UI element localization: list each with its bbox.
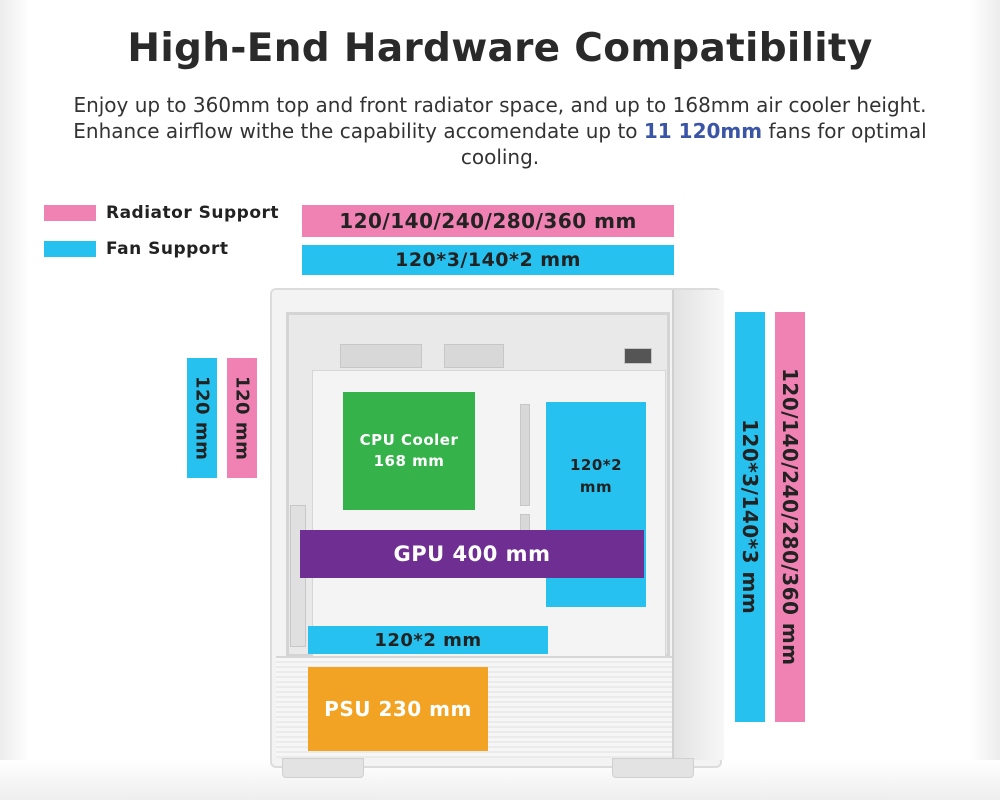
subtitle-highlight: 11 120mm (643, 119, 763, 143)
subtitle-text-before: Enjoy up to 360mm top and front radiator… (73, 93, 927, 143)
legend-swatch-fan (44, 241, 96, 257)
cable-slot (520, 404, 530, 506)
front-radiator-bar: 120/140/240/280/360 mm (775, 312, 805, 722)
background-shade-right (970, 0, 1000, 800)
front-fan-bar: 120*3/140*3 mm (735, 312, 765, 722)
cpu-cooler-block: CPU Cooler 168 mm (343, 392, 475, 510)
page-title: High-End Hardware Compatibility (127, 26, 873, 71)
tray-cutout (340, 344, 422, 368)
top-radiator-bar: 120/140/240/280/360 mm (302, 205, 674, 237)
legend-item-fan: Fan Support (44, 239, 228, 259)
case-foot-left (282, 758, 364, 778)
case-foot-right (612, 758, 694, 778)
legend-swatch-radiator (44, 205, 96, 221)
rear-radiator-bar: 120 mm (227, 358, 257, 478)
tray-cutout (444, 344, 504, 368)
legend-label-fan: Fan Support (106, 239, 229, 259)
top-fan-bar: 120*3/140*2 mm (302, 245, 674, 275)
bottom-fan-bar: 120*2 mm (308, 626, 548, 654)
background-shade-left (0, 0, 30, 800)
legend-item-radiator: Radiator Support (44, 203, 279, 223)
subtitle-text-after: fans for optimal cooling. (460, 119, 927, 169)
pc-case-front-panel (672, 290, 724, 760)
psu-block: PSU 230 mm (308, 667, 488, 751)
page-subtitle: Enjoy up to 360mm top and front radiator… (60, 92, 940, 170)
gpu-block: GPU 400 mm (300, 530, 644, 578)
tray-cutout (624, 348, 652, 364)
rear-fan-bar: 120 mm (187, 358, 217, 478)
legend-label-radiator: Radiator Support (106, 203, 280, 223)
